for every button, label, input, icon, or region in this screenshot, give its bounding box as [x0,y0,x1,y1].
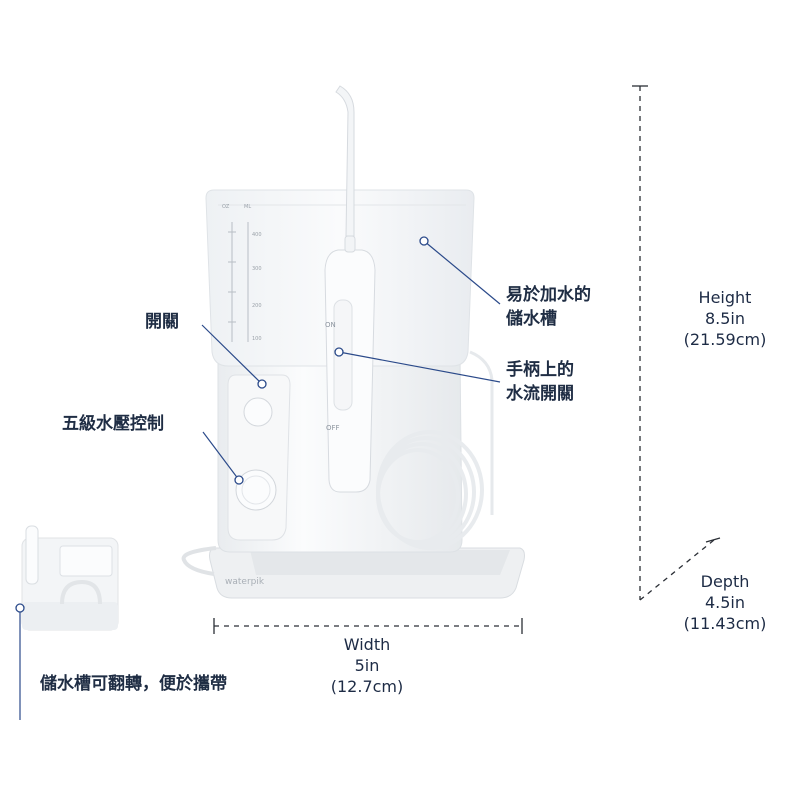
scale-oz-label: OZ [222,204,230,210]
scale-mark: 200 [252,303,262,309]
leader-reservoir [423,240,501,305]
leader-handle [338,351,501,383]
callout-leaders [19,240,501,720]
depth-dimension: Depth 4.5in (11.43cm) [670,571,780,634]
water-flosser-device: OZ ML 400 300 200 100 ON OFF waterpik [181,85,525,599]
scale-mark: 300 [252,266,262,272]
leader-pressure [202,431,240,481]
height-imperial: 8.5in [704,309,746,328]
coiled-hose [376,430,484,550]
depth-imperial: 4.5in [704,593,746,612]
leader-switch [201,324,263,385]
callout-handle-line1: 手柄上的 [506,360,574,380]
power-cord [181,546,217,576]
scale-mark: 100 [252,336,262,342]
width-dimension: Width 5in (12.7cm) [312,634,422,697]
height-dimension: Height 8.5in (21.59cm) [670,287,780,350]
flosser-tip [335,85,355,237]
callout-dots [15,236,429,613]
handle-on-mark: ON [325,321,336,329]
width-label: Width [343,635,391,654]
scale-ml-label: ML [244,204,251,210]
depth-label: Depth [700,572,750,591]
brand-logo: waterpik [225,577,265,587]
dimension-lines [214,86,715,627]
width-imperial: 5in [354,656,380,675]
callout-handle-line2: 水流開關 [506,384,574,404]
inset-device-flipped [21,525,119,631]
callout-pressure: 五級水壓控制 [62,414,164,434]
reservoir-scale [228,222,249,342]
callout-switch: 開關 [145,312,179,332]
height-label: Height [698,288,752,307]
height-metric: (21.59cm) [683,330,767,349]
callout-reservoir-line2: 儲水槽 [506,309,557,329]
depth-metric: (11.43cm) [683,614,767,633]
scale-mark: 400 [252,232,262,238]
width-metric: (12.7cm) [330,677,404,696]
handle-off-mark: OFF [326,424,340,432]
callout-flip: 儲水槽可翻轉，便於攜帶 [40,674,227,694]
callout-reservoir-line1: 易於加水的 [506,285,591,305]
power-switch[interactable] [243,397,273,427]
